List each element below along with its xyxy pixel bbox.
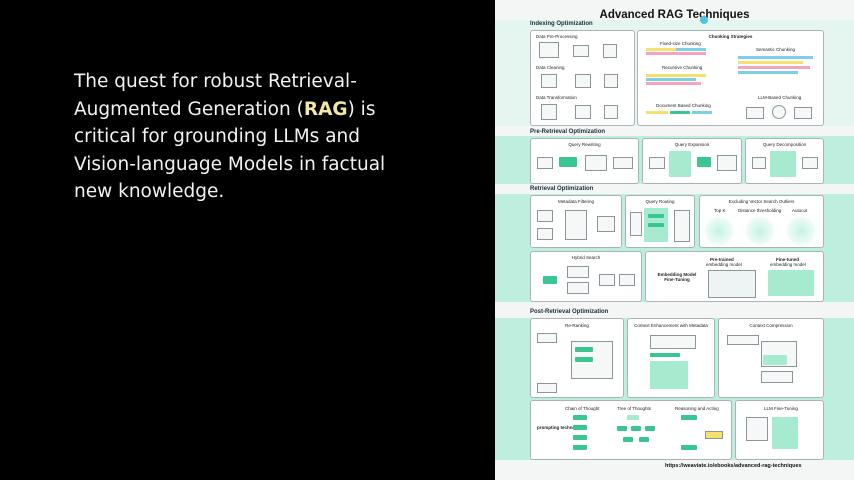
rag-highlight: RAG <box>303 98 348 120</box>
label-fixed-size-chunking: Fixed-size Chunking <box>660 41 701 46</box>
panel-llm-fine-tuning: LLM Fine-Tuning <box>735 400 824 460</box>
label-fine-tuned-sub: embedding model <box>770 262 806 267</box>
label-recursive-chunking: Recursive Chunking <box>662 65 703 70</box>
label-context-compression: Context Compression <box>749 323 793 328</box>
panel-query-decomposition: Query Decomposition <box>745 138 824 184</box>
section-post-retrieval: Post-Retrieval Optimization <box>530 309 609 315</box>
label-excluding-outliers: Excluding Vector Search Outliers <box>728 199 795 204</box>
label-data-preprocessing: Data Pre-Processing <box>536 34 578 39</box>
label-distance-thresholding: Distance thresholding <box>738 208 782 213</box>
panel-query-routing: Query Routing <box>625 195 695 248</box>
poster-url: https://weaviate.io/ebooks/advanced-rag-… <box>665 463 802 469</box>
slide-text-before: The quest for robust Retrieval-Augmented… <box>74 71 357 120</box>
label-metadata-filtering: Metadata Filtering <box>557 199 595 204</box>
label-tree-of-thoughts: Tree of Thoughts <box>617 406 652 411</box>
label-context-enhancement: Context Enhancement with Metadata <box>634 323 708 328</box>
label-top-k: Top K <box>714 208 726 213</box>
panel-context-enhancement: Context Enhancement with Metadata <box>627 318 715 398</box>
rag-poster: Advanced RAG Techniques Indexing Optimiz… <box>495 0 854 480</box>
label-data-cleaning: Data Cleaning <box>536 65 565 70</box>
label-query-decomposition: Query Decomposition <box>762 142 807 147</box>
label-query-routing: Query Routing <box>645 199 675 204</box>
label-reasoning-acting: Reasoning and Acting <box>675 406 719 411</box>
label-semantic-chunking: Semantic Chunking <box>756 47 796 52</box>
label-query-rewriting: Query Rewriting <box>568 142 601 147</box>
label-chain-of-thought: Chain of Thought <box>565 406 600 411</box>
slide-text: The quest for robust Retrieval-Augmented… <box>74 68 404 206</box>
section-indexing: Indexing Optimization <box>530 21 593 27</box>
panel-re-ranking: Re-Ranking <box>530 318 624 398</box>
panel-chunking-strategies: Chunking Strategies Fixed-size Chunking … <box>637 30 824 126</box>
slide-text-after: ) is critical for grounding LLMs and Vis… <box>74 98 386 203</box>
panel-data-preprocessing: Data Pre-Processing Data Cleaning Data T… <box>530 30 635 126</box>
poster-title: Advanced RAG Techniques <box>599 9 750 21</box>
label-embedding-fine-tuning: Embedding Model Fine-Tuning <box>657 272 697 282</box>
label-data-transformation: Data Transformation <box>536 95 577 100</box>
label-llm-fine-tuning: LLM Fine-Tuning <box>764 406 798 411</box>
cursor-icon <box>700 16 708 24</box>
label-chunking-strategies: Chunking Strategies <box>708 34 753 39</box>
panel-query-rewriting: Query Rewriting <box>530 138 639 184</box>
panel-prompting-techniques: prompting techniques Chain of Thought Tr… <box>530 400 732 460</box>
label-prompting-techniques: prompting techniques <box>537 425 585 430</box>
section-pre-retrieval: Pre-Retrieval Optimization <box>530 129 606 135</box>
label-autocut: Autocut <box>792 208 808 213</box>
section-retrieval: Retrieval Optimization <box>530 186 594 192</box>
label-pre-trained-sub: embedding model <box>706 262 742 267</box>
label-hybrid-search: Hybrid Search <box>571 255 601 260</box>
panel-excluding-outliers: Excluding Vector Search Outliers Top K D… <box>699 195 824 248</box>
panel-hybrid-search: Hybrid Search <box>530 251 642 302</box>
label-fine-tuned: Fine-tuned <box>776 257 799 262</box>
panel-context-compression: Context Compression <box>718 318 824 398</box>
label-re-ranking: Re-Ranking <box>565 323 589 328</box>
panel-metadata-filtering: Metadata Filtering <box>530 195 622 248</box>
label-query-expansion: Query Expansion <box>674 142 710 147</box>
label-document-based-chunking: Document Based Chunking <box>656 103 711 108</box>
label-llm-based-chunking: LLM-Based Chunking <box>758 95 802 100</box>
panel-query-expansion: Query Expansion <box>642 138 742 184</box>
panel-embedding-fine-tuning: Pre-trained embedding model Fine-tuned e… <box>645 251 824 302</box>
label-pre-trained: Pre-trained <box>710 257 734 262</box>
